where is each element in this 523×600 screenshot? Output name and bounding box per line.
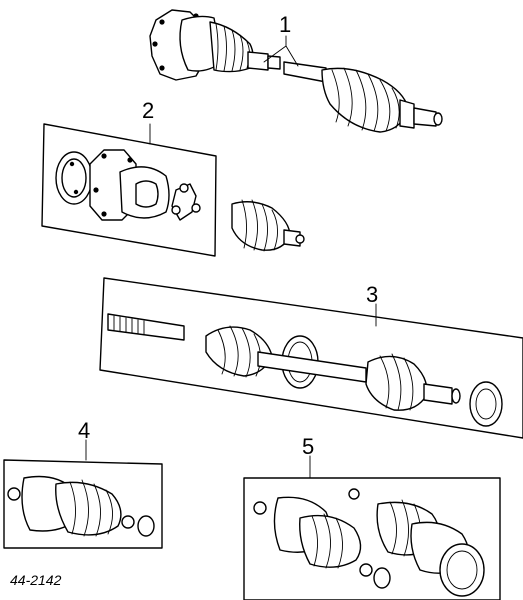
callout-4: 4 — [78, 418, 90, 443]
diagram-part-number: 44-2142 — [10, 572, 62, 588]
part-2-inner-joint-kit: 2 — [41, 98, 305, 257]
part-5-boot-kit-set: 5 — [243, 434, 501, 600]
callout-5: 5 — [302, 434, 314, 459]
part-3-axle-shaft-assembly: 3 — [99, 277, 523, 439]
callout-3: 3 — [366, 282, 378, 307]
part-1-complete-axle: 1 — [149, 9, 443, 133]
callout-1: 1 — [279, 12, 291, 37]
part-4-outer-boot-kit: 4 — [3, 418, 163, 549]
callout-2: 2 — [142, 98, 154, 123]
